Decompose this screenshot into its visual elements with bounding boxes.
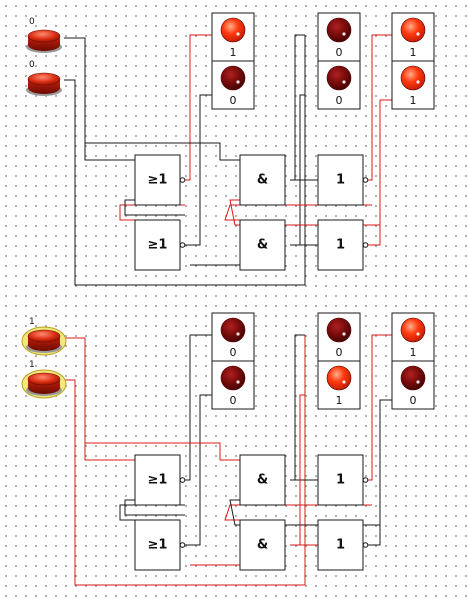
wire-nor-top-feedback [119,504,185,521]
nor-gate-top-1: ≥1 [134,454,186,506]
and-gate-bottom-1: & [239,519,286,571]
wire-not-top-out [360,334,393,481]
gate-symbol: ≥1 [148,473,168,488]
gate-symbol: & [257,473,268,488]
lamp-0-0: 1 [211,12,255,62]
inverter-bubble [179,542,186,548]
lamp-0-4: 1 [391,12,435,62]
switch-value: 1 [29,360,35,370]
wire-not-bottom-feedback [229,199,380,226]
wire-and-top-out [290,334,305,481]
lamp-1-4: 1 [391,312,435,362]
switch-a-0[interactable]: 0 [26,17,62,53]
inverter-bubble [362,177,369,183]
and-gate-bottom-0: & [239,219,286,271]
lamp-1-1: 0 [211,360,255,410]
inverter-bubble [179,242,186,248]
nor-gate-bottom-1: ≥1 [134,519,186,571]
wire-nor-bottom-feedback [124,199,185,216]
wire-not-bottom-out [360,99,392,246]
wire-nor-top-out [185,334,213,481]
lamp-value: 0 [230,94,237,107]
switch-b-1[interactable]: 1 [21,360,67,399]
gate-symbol: 1 [336,473,345,488]
nor-gate-top-0: ≥1 [134,154,186,206]
wire-not-top-feedback [224,504,372,521]
lamp-value: 0 [230,394,237,407]
wire-nor-top-feedback [119,204,185,221]
lamp-1-2: 0 [317,312,361,362]
not-gate-top-0: 1 [317,154,369,206]
lamp-0-5: 1 [391,60,435,110]
lamp-value: 0 [336,46,343,59]
wire-switch-a [64,337,135,461]
lamp-0-1: 0 [211,60,255,110]
switch-value: 0 [29,17,35,27]
wire-switch-b [64,35,306,286]
wire-nor-top-out [185,34,213,181]
not-gate-bottom-0: 1 [317,219,369,271]
inverter-bubble [179,177,186,183]
gate-symbol: 1 [336,238,345,253]
wire-nor-bottom-out [185,94,213,246]
gate-symbol: & [257,238,268,253]
wire-and-bottom-out [290,394,305,546]
gate-symbol: 1 [336,173,345,188]
inverter-bubble [362,477,369,483]
lamp-value: 0 [336,94,343,107]
lamp-value: 0 [336,346,343,359]
wire-and-bottom-out [290,94,305,246]
switch-value: 1 [29,317,35,327]
lamp-1-3: 1 [317,360,361,410]
and-gate-top-0: & [239,154,286,206]
lamp-1-0: 0 [211,312,255,362]
lamp-value: 0 [410,394,417,407]
wire-and-top-in [85,442,240,461]
switch-value: 0 [29,60,35,70]
gate-symbol: ≥1 [148,538,168,553]
wire-not-bottom-feedback [229,499,380,526]
gate-symbol: 1 [336,538,345,553]
wire-nor-bottom-out [185,394,213,546]
lamp-value: 1 [410,94,417,107]
lamp-0-3: 0 [317,60,361,110]
wire-not-bottom-out [360,399,392,546]
switch-b-0[interactable]: 0 [26,60,62,96]
switch-a-1[interactable]: 1 [21,317,67,356]
wire-and-top-out [290,34,305,181]
wire-not-top-feedback [224,204,372,221]
wire-and-top-in [85,142,240,161]
inverter-bubble [179,477,186,483]
inverter-bubble [362,542,369,548]
nor-gate-bottom-0: ≥1 [134,219,186,271]
lamp-value: 1 [230,46,237,59]
lamp-value: 1 [336,394,343,407]
not-gate-bottom-1: 1 [317,519,369,571]
and-gate-top-1: & [239,454,286,506]
wire-nor-bottom-feedback [124,499,185,516]
lamp-0-2: 0 [317,12,361,62]
lamp-value: 0 [230,346,237,359]
lamp-1-5: 0 [391,360,435,410]
lamp-value: 1 [410,46,417,59]
lamp-value: 1 [410,346,417,359]
wire-switch-b [64,335,306,586]
inverter-bubble [362,242,369,248]
not-gate-top-1: 1 [317,454,369,506]
gate-symbol: & [257,173,268,188]
gate-symbol: ≥1 [148,173,168,188]
gate-symbol: ≥1 [148,238,168,253]
wire-switch-a [64,37,135,161]
gate-symbol: & [257,538,268,553]
wire-not-top-out [360,34,393,181]
